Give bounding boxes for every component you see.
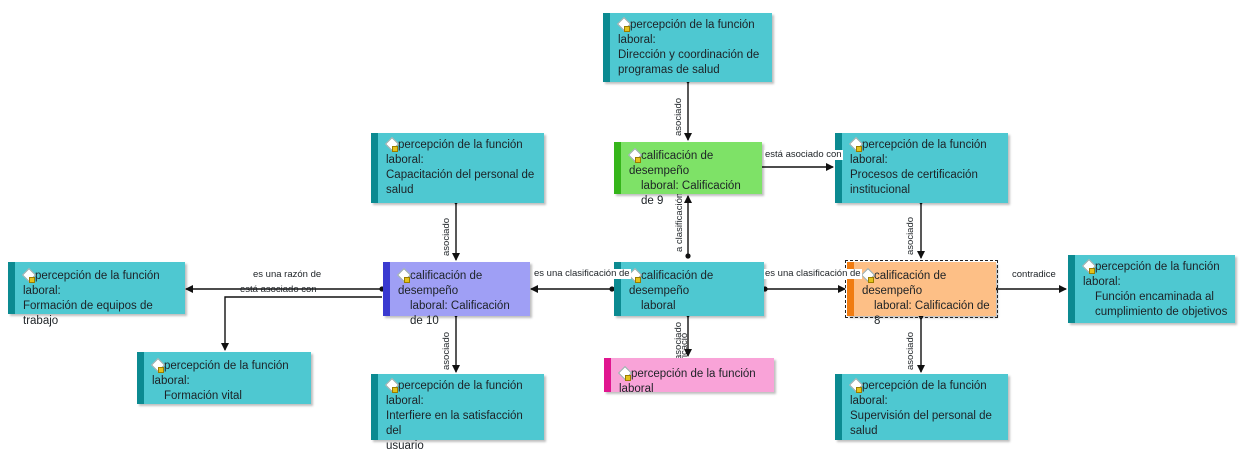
code-icon: [862, 270, 874, 283]
node-line: salud: [386, 184, 414, 196]
node-title: percepción de la función laboral:: [618, 19, 755, 46]
code-icon: [398, 270, 410, 283]
edge-label-esta-asociado-con-left: está asociado con: [240, 284, 317, 295]
node-line: institucional: [850, 184, 911, 196]
node-line: usuario: [386, 440, 424, 452]
node-title: percepción de la función laboral:: [1083, 261, 1220, 288]
quotation-icon: [850, 139, 862, 152]
node-line: laboral: Calificación de 10: [410, 300, 510, 327]
edge-label-clasificacion-right: es una clasificación de: [764, 268, 862, 279]
edge-label-contradice: contradice: [1012, 269, 1056, 280]
quotation-icon: [618, 19, 630, 32]
code-icon: [629, 270, 641, 283]
edges-layer: [185, 77, 1067, 373]
node-title: calificación de desempeño: [629, 270, 714, 297]
node-funcion-encaminada[interactable]: percepción de la función laboral: Funció…: [1068, 255, 1235, 323]
node-percepcion-root[interactable]: percepción de la función laboral: [604, 358, 774, 395]
quotation-icon: [1083, 261, 1095, 274]
node-capacitacion[interactable]: percepción de la función laboral: Capaci…: [371, 133, 544, 203]
edge-label-clasificacion-left: es una clasificación de: [533, 268, 631, 279]
quotation-icon: [386, 139, 398, 152]
node-line: laboral: Calificación de 9: [641, 180, 741, 207]
node-calificacion-9[interactable]: calificación de desempeño laboral: Calif…: [614, 142, 762, 207]
node-title: percepción de la función laboral:: [23, 270, 160, 297]
quotation-icon: [386, 380, 398, 393]
node-title: percepción de la función laboral: [619, 368, 756, 395]
node-title: calificación de desempeño: [398, 270, 483, 297]
edge-cal10-vital: [221, 296, 382, 351]
node-calificacion-8[interactable]: calificación de desempeño laboral: Calif…: [845, 260, 998, 327]
node-line: Formación vital: [164, 390, 242, 402]
node-line: Función encaminada al: [1095, 291, 1214, 303]
edge-label-es-una-razon-de: es una razón de: [253, 269, 322, 280]
node-line: laboral: [641, 300, 676, 312]
node-direccion[interactable]: percepción de la función laboral: Direcc…: [603, 13, 772, 82]
node-supervision[interactable]: percepción de la función laboral: Superv…: [835, 374, 1008, 440]
node-title: calificación de desempeño: [629, 150, 714, 177]
node-title: calificación de desempeño: [862, 270, 947, 297]
node-formacion-equipos[interactable]: percepción de la función laboral: Formac…: [8, 262, 185, 327]
node-line: programas de salud: [618, 64, 720, 76]
code-icon: [629, 150, 641, 163]
node-line: Supervisión del personal de salud: [850, 410, 992, 437]
node-title: percepción de la función laboral:: [386, 139, 523, 166]
quotation-icon: [850, 380, 862, 393]
quotation-icon: [23, 270, 35, 283]
node-line: Capacitación del personal de: [386, 169, 535, 181]
quotation-icon: [152, 360, 164, 373]
node-title: percepción de la función laboral:: [850, 139, 987, 166]
node-line: Dirección y coordinación de: [618, 49, 760, 61]
code-icon: [619, 368, 631, 381]
node-title: percepción de la función laboral:: [152, 360, 289, 387]
node-interfiere[interactable]: percepción de la función laboral: Interf…: [371, 374, 544, 452]
node-calificacion-10[interactable]: calificación de desempeño laboral: Calif…: [383, 262, 530, 327]
node-procesos[interactable]: percepción de la función laboral: Proces…: [835, 133, 1008, 203]
node-formacion-vital[interactable]: percepción de la función laboral: Formac…: [137, 352, 311, 404]
edge-label-esta-asociado-con: está asociado con: [764, 149, 843, 160]
node-line: Procesos de certificación: [850, 169, 978, 181]
node-line: Interfiere en la satisfacción del: [386, 410, 523, 437]
node-title: percepción de la función laboral:: [850, 380, 987, 407]
node-line: cumplimiento de objetivos: [1095, 306, 1228, 318]
node-title: percepción de la función laboral:: [386, 380, 523, 407]
node-line: laboral: Calificación de 8: [874, 300, 990, 327]
node-line: Formación de equipos de trabajo: [23, 300, 153, 327]
node-calificacion-center[interactable]: calificación de desempeño laboral: [614, 262, 764, 316]
